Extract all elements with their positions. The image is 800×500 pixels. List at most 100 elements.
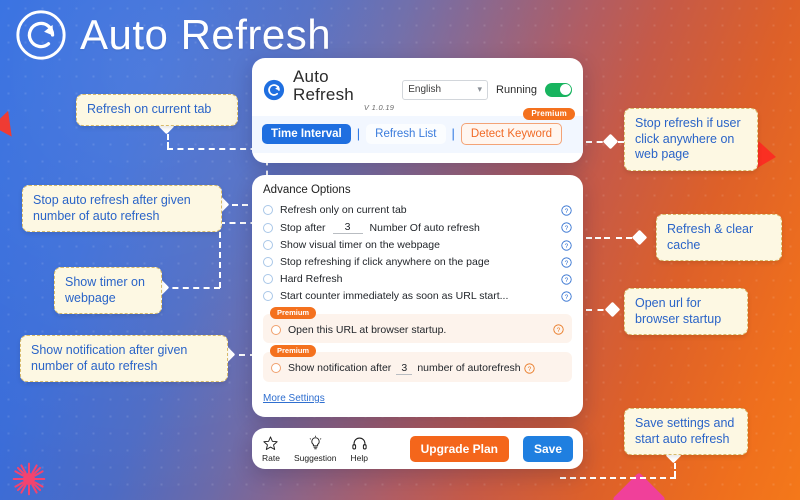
help-circle-icon[interactable]: ? — [561, 274, 572, 285]
option-row-start-counter[interactable]: Start counter immediately as soon as URL… — [263, 288, 572, 305]
popup-app-version: V 1.0.19 — [363, 102, 395, 112]
toggle-knob — [559, 84, 571, 96]
language-select[interactable]: English ▾ — [402, 79, 489, 100]
help-circle-icon[interactable]: ? — [561, 205, 572, 216]
chevron-down-icon: ▾ — [477, 84, 483, 95]
connector-segment — [162, 287, 220, 289]
running-toggle[interactable] — [545, 82, 572, 97]
option-row-stop-on-click[interactable]: Stop refreshing if click anywhere on the… — [263, 254, 572, 271]
option-label-after: number of autorefresh — [417, 362, 521, 375]
checkbox[interactable] — [271, 363, 281, 374]
callout-refresh-current-tab: Refresh on current tab — [76, 94, 238, 126]
option-row-hard-refresh[interactable]: Hard Refresh ? — [263, 271, 572, 288]
svg-text:?: ? — [565, 208, 569, 215]
extension-popup: Auto Refresh V 1.0.19 English ▾ Running … — [252, 58, 583, 469]
callout-text: Open url for browser startup — [635, 296, 722, 326]
upgrade-plan-button[interactable]: Upgrade Plan — [409, 435, 509, 462]
save-button[interactable]: Save — [522, 435, 573, 462]
premium-badge: Premium — [523, 107, 575, 120]
tab-time-interval[interactable]: Time Interval — [262, 123, 351, 144]
popup-tab-bar: Time Interval | Refresh List | Detect Ke… — [252, 107, 583, 153]
more-settings-link[interactable]: More Settings — [263, 392, 325, 404]
callout-open-url-startup: Open url for browser startup — [624, 288, 748, 336]
option-label: Hard Refresh — [280, 273, 343, 286]
popup-app-name: Auto Refresh — [293, 67, 354, 104]
callout-text: Refresh on current tab — [87, 102, 212, 116]
checkbox[interactable] — [263, 274, 273, 285]
help-circle-icon[interactable]: ? — [561, 291, 572, 302]
tab-refresh-list[interactable]: Refresh List — [366, 123, 446, 144]
rate-label: Rate — [262, 452, 280, 463]
option-row-show-notification[interactable]: Show notification after 3 number of auto… — [271, 362, 564, 375]
callout-text: Stop refresh if user click anywhere on w… — [635, 116, 741, 162]
running-status-label: Running — [496, 83, 537, 96]
premium-badge: Premium — [270, 344, 317, 357]
option-label: Show visual timer on the webpage — [280, 239, 440, 252]
tab-label: Refresh List — [375, 127, 437, 140]
checkbox[interactable] — [263, 257, 273, 268]
refresh-circle-icon — [263, 79, 285, 100]
callout-show-notification: Show notification after given number of … — [20, 335, 228, 383]
svg-text:?: ? — [565, 260, 569, 267]
help-button[interactable]: Help — [351, 435, 368, 463]
checkbox[interactable] — [263, 291, 273, 302]
callout-text: Save settings and start auto refresh — [635, 416, 735, 446]
svg-text:?: ? — [565, 277, 569, 284]
brand-header: Auto Refresh — [14, 8, 331, 62]
checkbox[interactable] — [263, 240, 273, 251]
popup-header-row: Auto Refresh V 1.0.19 English ▾ Running — [252, 58, 583, 116]
advance-options-title: Advance Options — [263, 183, 351, 196]
connector-diamond — [604, 301, 621, 318]
lightbulb-icon — [309, 435, 322, 449]
option-label: Refresh only on current tab — [280, 204, 407, 217]
option-row-open-url-startup[interactable]: Open this URL at browser startup. ? — [271, 324, 564, 336]
callout-hard-refresh: Refresh & clear cache — [656, 214, 782, 262]
help-circle-icon[interactable]: ? — [553, 324, 564, 335]
connector-segment — [219, 222, 221, 288]
red-triangle-decoration-left — [0, 110, 12, 140]
headset-icon — [352, 437, 367, 450]
help-circle-icon[interactable]: ? — [523, 363, 535, 374]
svg-text:?: ? — [565, 225, 569, 232]
stop-after-count-input[interactable]: 3 — [332, 221, 363, 235]
connector-segment — [586, 237, 610, 239]
help-circle-icon[interactable]: ? — [561, 240, 572, 251]
option-label-before: Stop after — [280, 221, 326, 234]
checkbox[interactable] — [263, 222, 273, 233]
checkbox[interactable] — [271, 324, 281, 335]
callout-stop-after-count: Stop auto refresh after given number of … — [22, 185, 222, 233]
pink-starburst-decoration — [12, 462, 46, 496]
checkbox[interactable] — [263, 205, 273, 216]
rate-button[interactable]: Rate — [262, 435, 280, 463]
refresh-circle-icon — [16, 10, 66, 60]
premium-badge: Premium — [270, 306, 317, 319]
popup-bottom-bar: Rate Suggestion Help — [252, 427, 583, 469]
callout-stop-on-click: Stop refresh if user click anywhere on w… — [624, 108, 758, 171]
notification-count-input[interactable]: 3 — [396, 362, 413, 375]
tab-separator: | — [451, 126, 455, 142]
language-select-value: English — [408, 84, 442, 96]
tab-detect-keyword[interactable]: Detect Keyword — [460, 122, 563, 145]
option-row-refresh-current-tab[interactable]: Refresh only on current tab ? — [263, 202, 572, 219]
option-row-stop-after[interactable]: Stop after 3 Number Of auto refresh ? — [263, 219, 572, 237]
callout-text: Stop auto refresh after given number of … — [33, 193, 191, 223]
help-circle-icon[interactable]: ? — [561, 222, 572, 233]
tab-separator: | — [356, 126, 361, 142]
suggestion-button[interactable]: Suggestion — [294, 435, 337, 463]
tab-label: Detect Keyword — [470, 127, 553, 140]
option-label-before: Show notification after — [288, 362, 392, 375]
svg-text:?: ? — [565, 243, 569, 250]
option-label: Stop refreshing if click anywhere on the… — [280, 256, 490, 269]
pink-diamond-decoration — [612, 472, 666, 500]
red-triangle-decoration-right — [755, 141, 778, 171]
suggestion-label: Suggestion — [293, 452, 337, 463]
premium-block-open-url: Premium Open this URL at browser startup… — [263, 306, 572, 343]
connector-diamond — [602, 133, 619, 150]
option-label-after: Number Of auto refresh — [369, 221, 480, 234]
callout-text: Show notification after given number of … — [31, 343, 188, 373]
callout-show-timer: Show timer on webpage — [54, 267, 162, 315]
option-row-visual-timer[interactable]: Show visual timer on the webpage ? — [263, 237, 572, 254]
callout-text: Refresh & clear cache — [667, 222, 754, 252]
help-circle-icon[interactable]: ? — [561, 257, 572, 268]
